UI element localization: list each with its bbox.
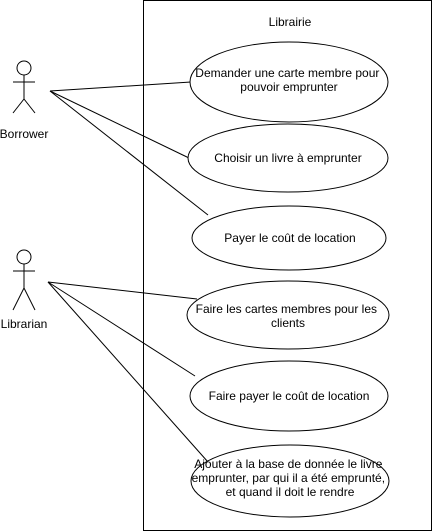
use-case-label-line: Faire les cartes membres pour les [196, 302, 377, 316]
use-case-label-line: Ajouter à la base de donnée le livre [194, 457, 382, 471]
use-case-label: Faire les cartes membres pour les client… [196, 302, 381, 330]
use-case-ellipse [189, 41, 389, 123]
use-case-uc3: Payer le coût de location [191, 205, 387, 271]
use-case-label-line: emprunter, par qui il a été emprunté, [192, 471, 385, 485]
use-case-label-line: Demander une carte membre pour [195, 66, 379, 80]
use-case-label: Ajouter à la base de donnée le livre emp… [192, 457, 389, 499]
use-case-ellipse [190, 444, 390, 518]
use-case-label: Payer le coût de location [224, 231, 355, 245]
use-case-label-line: Faire payer le coût de location [209, 389, 370, 403]
actor-librarian [12, 249, 36, 311]
actor-head [16, 60, 32, 76]
system-title: Librairie [269, 15, 312, 29]
actor-label-librarian: Librarian [1, 317, 48, 331]
actor-left-leg [12, 287, 25, 311]
association-borrower-uc1 [49, 81, 192, 92]
use-case-label-line: Choisir un livre à emprunter [214, 151, 361, 165]
use-case-ellipse [191, 205, 387, 271]
use-case-uc6: Ajouter à la base de donnée le livre emp… [190, 444, 390, 518]
actor-label-borrower: Borrower [0, 127, 48, 141]
use-case-label: Faire payer le coût de location [209, 389, 370, 403]
use-case-label-line: Payer le coût de location [224, 231, 355, 245]
association-librarian-uc4 [47, 281, 198, 300]
actor-borrower [12, 60, 36, 114]
actor-right-leg [23, 98, 36, 114]
association-librarian-uc6 [47, 281, 209, 463]
use-case-uc1: Demander une carte membre pour pouvoir e… [189, 41, 389, 123]
use-case-uc4: Faire les cartes membres pour les client… [186, 280, 390, 350]
use-case-uc5: Faire payer le coût de location [189, 360, 389, 432]
associations [47, 81, 209, 463]
association-borrower-uc3 [49, 90, 209, 216]
use-case-ellipse [187, 123, 389, 193]
use-case-label: Choisir un livre à emprunter [214, 151, 361, 165]
association-borrower-uc2 [49, 90, 190, 159]
actor-right-leg [23, 287, 36, 311]
use-case-ellipse [186, 280, 390, 350]
use-case-label-line: pouvoir emprunter [240, 80, 337, 94]
use-case-ellipse [189, 360, 389, 432]
actor-head [16, 249, 32, 265]
use-case-uc2: Choisir un livre à emprunter [187, 123, 389, 193]
use-case-label-line: et quand il doit le rendre [226, 485, 355, 499]
association-librarian-uc5 [47, 281, 196, 377]
use-case-label: Demander une carte membre pour pouvoir e… [195, 66, 382, 94]
use-case-label-line: clients [271, 316, 305, 330]
actor-left-leg [12, 98, 25, 114]
